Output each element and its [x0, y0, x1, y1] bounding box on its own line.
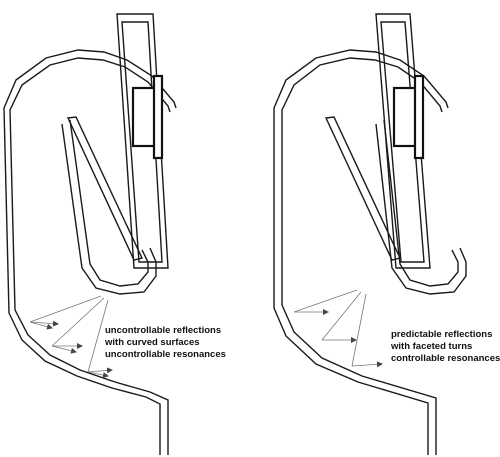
- caption-faceted-line-2: with faceted turns: [390, 341, 472, 352]
- driver-frame: [152, 74, 164, 160]
- throat-board-inner: [380, 21, 425, 263]
- outer-wall-inner: [3, 49, 177, 455]
- outer-wall-outer: [281, 57, 443, 455]
- driver-magnet: [131, 86, 157, 148]
- driver-frame: [413, 74, 425, 160]
- inner-fold-outer: [69, 119, 149, 287]
- caption-curved-line-2: with curved surfaces: [104, 337, 200, 348]
- caption-curved-line-1: uncontrollable reflections: [105, 325, 221, 336]
- caption-faceted-line-1: predictable reflections: [391, 329, 492, 340]
- driver-magnet: [392, 86, 418, 148]
- throat-board-outer: [375, 13, 431, 269]
- panel-faceted: predictable reflections with faceted tur…: [273, 13, 500, 455]
- inner-fold-inner: [61, 123, 157, 295]
- reflection-rays-curved: [29, 295, 113, 378]
- inner-fold-inner: [375, 123, 467, 295]
- outer-wall-inner: [273, 49, 449, 455]
- center-divider: [66, 116, 143, 261]
- caption-curved-line-3: uncontrollable resonances: [105, 349, 226, 360]
- inner-fold-outer: [383, 119, 459, 287]
- outer-wall-outer: [9, 57, 171, 455]
- throat-board-outer: [116, 13, 169, 269]
- panel-curved: uncontrollable reflections with curved s…: [3, 13, 226, 455]
- throat-board-inner: [121, 21, 163, 263]
- caption-faceted-line-3: controllable resonances: [391, 353, 500, 364]
- reflection-rays-faceted: [293, 289, 383, 368]
